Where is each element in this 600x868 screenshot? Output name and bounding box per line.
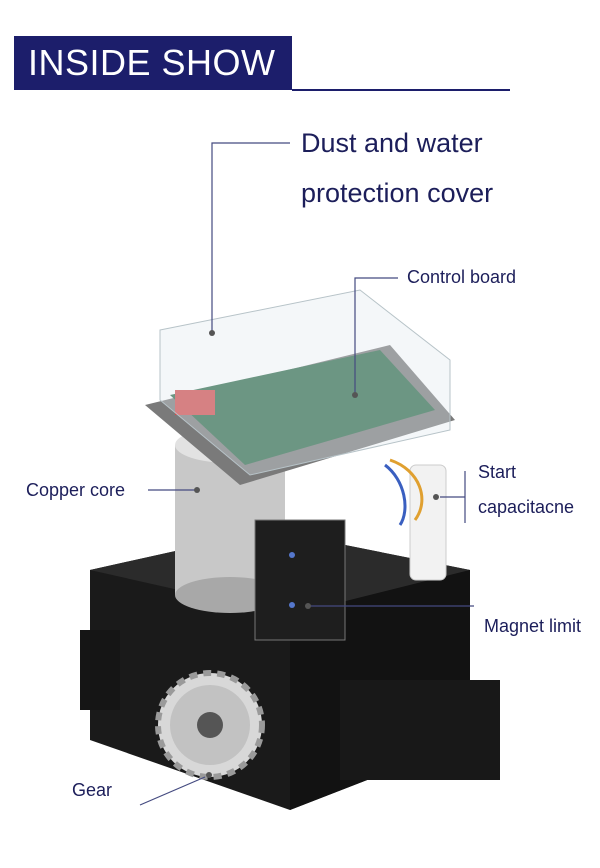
- section-title: INSIDE SHOW: [28, 42, 276, 83]
- gate-motor-image: [80, 289, 500, 810]
- section-banner: INSIDE SHOW: [14, 36, 292, 90]
- label-start-line2: capacitacne: [478, 497, 575, 517]
- label-control-board: Control board: [407, 267, 517, 287]
- label-magnet-limit: Magnet limit: [484, 616, 582, 636]
- label-cover-line1: Dust and water: [301, 128, 483, 158]
- banner-underline: [292, 89, 510, 91]
- label-cover-line2: protection cover: [301, 178, 494, 208]
- label-copper-core: Copper core: [26, 480, 126, 500]
- label-start-line1: Start: [478, 462, 517, 482]
- label-gear: Gear: [72, 780, 113, 800]
